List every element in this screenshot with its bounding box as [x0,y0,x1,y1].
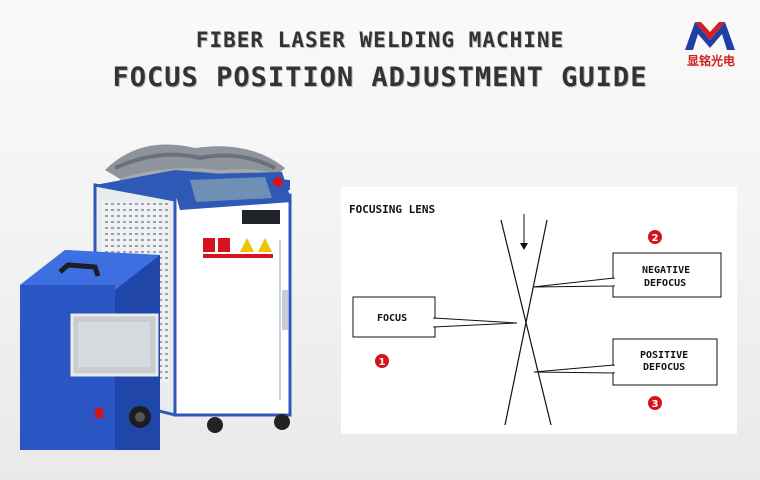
focus-box [352,296,436,338]
positive-defocus-label-1: POSITIVE [640,350,688,361]
title-line-2: FOCUS POSITION ADJUSTMENT GUIDE [112,62,648,93]
positive-defocus-box [612,338,718,386]
positive-defocus-label-2: DEFOCUS [643,362,685,373]
marker-3: 3 [648,396,662,410]
brand-logo-text: 显铭光电 [686,54,735,68]
focusing-lens-label: FOCUSING LENS [349,203,435,216]
brand-m-logo-icon [685,22,735,50]
negative-defocus-label-1: NEGATIVE [642,265,690,276]
title-line-1: FIBER LASER WELDING MACHINE [195,28,565,52]
svg-text:2: 2 [652,233,659,244]
marker-1: 1 [375,354,389,368]
negative-defocus-box [612,252,722,298]
svg-text:1: 1 [379,357,386,368]
svg-text:3: 3 [652,399,659,410]
beam-line-right [504,219,548,426]
marker-2: 2 [648,230,662,244]
focus-diagram: FOCUSING LENS FOCUS NEGATIVE DEFOCUS POS… [341,187,737,434]
laser-welding-machine-illustration [20,144,292,450]
negative-defocus-label-2: DEFOCUS [644,278,686,289]
focus-label: FOCUS [377,313,407,324]
